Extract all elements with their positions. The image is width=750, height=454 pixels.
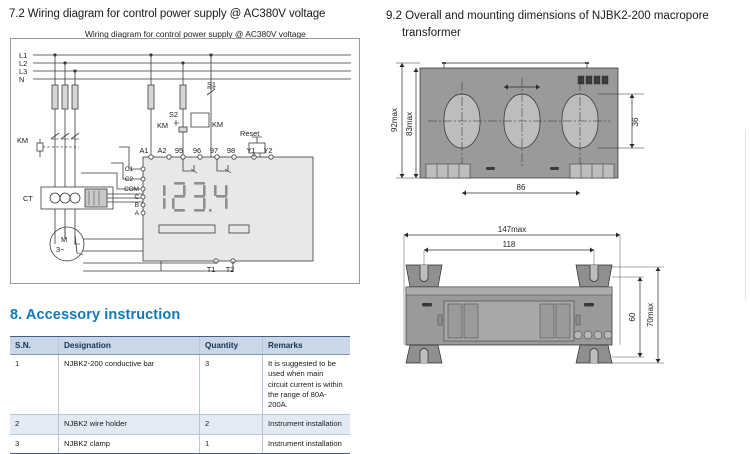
terminal-c2: C2 — [125, 176, 134, 183]
dim-hole-height: 36 — [631, 117, 640, 126]
cell-remarks: Instrument installation — [262, 434, 350, 454]
table-row: 1 NJBK2-200 conductive bar 3 It is sugge… — [10, 354, 350, 416]
dim-height-body-front: 83max — [405, 112, 414, 136]
label-L2: L2 — [19, 59, 27, 68]
terminal-b: B — [135, 202, 139, 209]
label-motor-m: M — [61, 235, 67, 244]
terminal-c: C — [134, 194, 139, 201]
wiring-diagram-svg: L1 L2 L3 N KM CT M 3~ S1 S2 KM KM Reset … — [17, 51, 351, 274]
dim-width-overall-side: 147max — [498, 225, 526, 234]
dim-mount-spacing: 118 — [503, 240, 516, 249]
cell-quantity: 1 — [199, 434, 263, 454]
section-7-2-title: 7.2 Wiring diagram for control power sup… — [9, 8, 326, 20]
right-column: 9.2 Overall and mounting dimensions of N… — [382, 0, 750, 452]
label-s1: S1 — [207, 80, 216, 89]
label-s2: S2 — [169, 110, 178, 119]
cell-designation: NJBK2 clamp — [58, 434, 200, 454]
label-motor-phase: 3~ — [56, 245, 64, 254]
cell-sn: 2 — [10, 414, 59, 435]
label-L3: L3 — [19, 67, 27, 76]
cell-designation: NJBK2-200 conductive bar — [58, 354, 200, 416]
terminal-a: A — [135, 210, 140, 217]
dim-hole-spacing: 86 — [517, 183, 526, 192]
section-9-2-title: 9.2 Overall and mounting dimensions of N… — [386, 8, 736, 41]
dim-height-overall-front: 92max — [390, 108, 399, 132]
terminal-y2: Y2 — [263, 146, 272, 155]
column-header-sn: S.N. — [10, 336, 59, 355]
cell-quantity: 2 — [199, 414, 263, 435]
column-header-remarks: Remarks — [262, 336, 350, 355]
terminal-97: 97 — [210, 146, 218, 155]
dim-height-overall-side: 70max — [646, 303, 655, 327]
table-row: 2 NJBK2 wire holder 2 Instrument install… — [10, 414, 350, 435]
label-N: N — [19, 75, 24, 84]
accessory-heading: 8. Accessory instruction — [10, 307, 181, 323]
transformer-side-view: 147max 118 60 70max — [403, 225, 664, 364]
label-km-aux: KM — [212, 120, 223, 129]
accessory-table: S.N. Designation Quantity Remarks 1 NJBK… — [10, 336, 350, 454]
cell-remarks: It is suggested to be used when main cir… — [262, 354, 350, 416]
cell-quantity: 3 — [199, 354, 263, 416]
page-edge-line — [745, 130, 746, 300]
left-column: 7.2 Wiring diagram for control power sup… — [0, 0, 375, 454]
cell-sn: 3 — [10, 434, 59, 454]
terminal-a1: A1 — [139, 146, 148, 155]
table-header-row: S.N. Designation Quantity Remarks — [10, 336, 350, 355]
terminal-a2: A2 — [157, 146, 166, 155]
terminal-96: 96 — [193, 146, 201, 155]
label-ct: CT — [23, 194, 33, 203]
cell-sn: 1 — [10, 354, 59, 416]
label-reset: Reset — [240, 129, 259, 138]
digit-group — [163, 182, 228, 212]
terminal-98: 98 — [227, 146, 235, 155]
cell-remarks: Instrument installation — [262, 414, 350, 435]
terminal-95: 95 — [175, 146, 183, 155]
section-9-2-line2: transformer — [402, 26, 461, 39]
terminal-com: COM — [124, 186, 139, 193]
cell-designation: NJBK2 wire holder — [58, 414, 200, 435]
label-km-coil: KM — [157, 121, 168, 130]
wiring-diagram-box: L1 L2 L3 N KM CT M 3~ S1 S2 KM KM Reset … — [10, 38, 360, 284]
terminal-c1: C1 — [125, 166, 134, 173]
terminal-t2: T2 — [226, 265, 235, 274]
wiring-diagram-caption: Wiring diagram for control power supply … — [85, 29, 306, 39]
table-row: 3 NJBK2 clamp 1 Instrument installation — [10, 434, 350, 454]
transformer-front-view: 92max 83max 36 86 — [390, 62, 644, 196]
column-header-designation: Designation — [58, 336, 200, 355]
dim-height-body-side: 60 — [628, 312, 637, 321]
column-header-quantity: Quantity — [199, 336, 263, 355]
label-L1: L1 — [19, 51, 27, 60]
section-9-2-line1: 9.2 Overall and mounting dimensions of N… — [386, 10, 709, 22]
label-km-contactor: KM — [17, 136, 28, 145]
terminal-y1: Y1 — [246, 146, 255, 155]
terminal-t1: T1 — [207, 265, 216, 274]
